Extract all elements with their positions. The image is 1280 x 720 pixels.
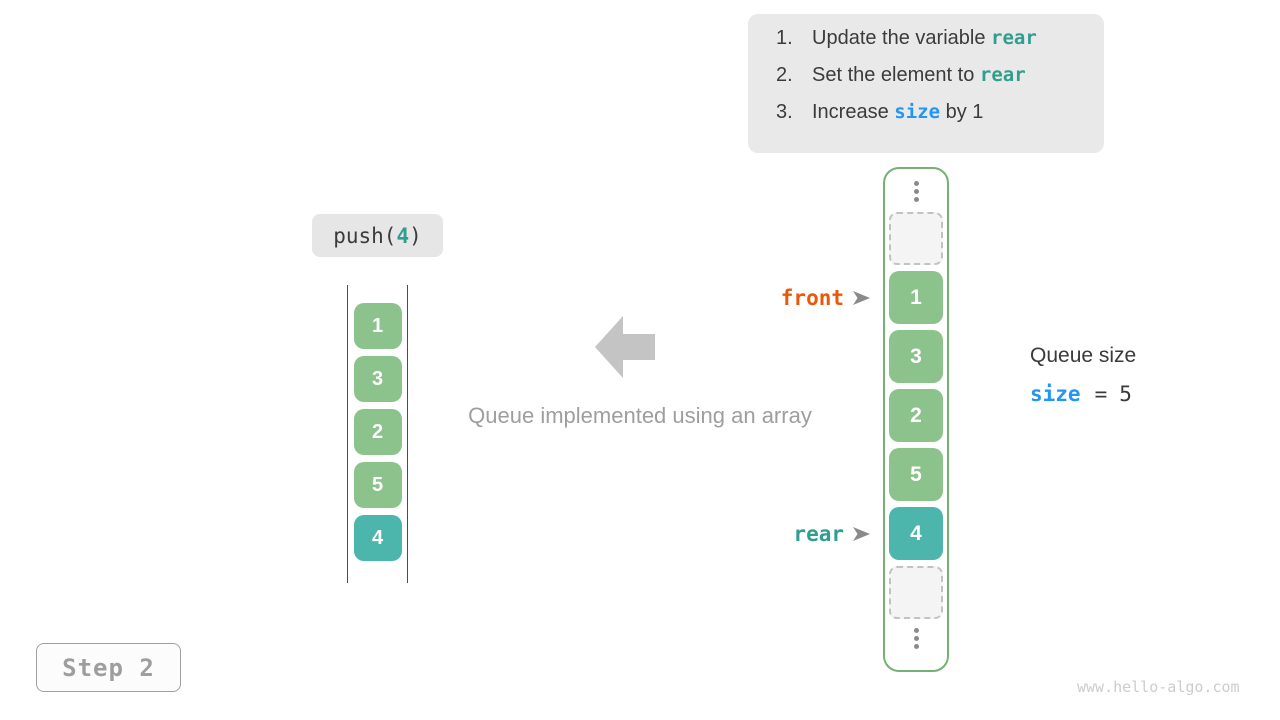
temp-stack: 1 3 2 5 4 xyxy=(347,285,408,583)
dot xyxy=(913,628,919,633)
operation-label: push(4) xyxy=(312,214,443,257)
array-cell: 2 xyxy=(889,389,943,442)
operation-close: ) xyxy=(409,223,422,248)
empty-cell xyxy=(889,566,943,619)
queue-size-expression: size = 5 xyxy=(1030,382,1136,406)
front-pointer: front xyxy=(758,283,870,313)
dot xyxy=(913,181,919,186)
dot xyxy=(913,636,919,641)
array-cell-highlighted: 4 xyxy=(889,507,943,560)
instruction-text: by 1 xyxy=(940,101,984,123)
queue-size-info: Queue size size = 5 xyxy=(1030,344,1136,406)
stack-cell: 5 xyxy=(353,462,402,508)
queue-size-title: Queue size xyxy=(1030,344,1137,367)
stack-cell: 1 xyxy=(353,303,402,349)
watermark: www.hello-algo.com xyxy=(1077,678,1240,696)
ellipsis-icon xyxy=(913,628,919,649)
pointer-arrow-icon xyxy=(853,527,870,541)
empty-cell xyxy=(889,212,943,265)
instruction-line: 2. Set the element to rear xyxy=(776,64,1084,101)
size-variable: size xyxy=(1030,382,1081,406)
instruction-text: Update the variable xyxy=(812,27,992,49)
list-number: 1. xyxy=(776,27,793,49)
instruction-text: Set the element to xyxy=(812,64,980,86)
code-token-rear: rear xyxy=(979,64,1026,86)
code-token-size: size xyxy=(894,101,941,123)
size-value: 5 xyxy=(1119,382,1132,406)
step-badge: Step 2 xyxy=(36,643,181,692)
left-block-arrow-icon xyxy=(595,316,655,378)
dot xyxy=(913,189,919,194)
queue-array: 1 3 2 5 4 xyxy=(883,167,949,672)
stack-cell: 2 xyxy=(353,409,402,455)
array-cell: 1 xyxy=(889,271,943,324)
operation-arg: 4 xyxy=(396,223,410,248)
list-number: 2. xyxy=(776,64,793,86)
stack-cell: 3 xyxy=(353,356,402,402)
instruction-box: 1. Update the variable rear 2. Set the ele… xyxy=(748,14,1104,153)
list-number: 3. xyxy=(776,101,793,123)
dot xyxy=(913,197,919,202)
ellipsis-icon xyxy=(913,181,919,202)
array-cell: 3 xyxy=(889,330,943,383)
code-token-rear: rear xyxy=(991,27,1037,49)
instruction-line: 3. Increase size by 1 xyxy=(776,101,1084,138)
stack-cell-highlighted: 4 xyxy=(353,515,402,561)
rear-pointer: rear xyxy=(758,519,870,549)
pointer-arrow-icon xyxy=(853,291,870,305)
dot xyxy=(913,644,919,649)
operation-fn: push( xyxy=(333,223,397,248)
rear-pointer-label: rear xyxy=(793,522,844,546)
equals-sign: = xyxy=(1094,382,1108,406)
front-pointer-label: front xyxy=(780,286,844,310)
array-cell: 5 xyxy=(889,448,943,501)
instruction-text: Increase xyxy=(812,101,895,123)
instruction-line: 1. Update the variable rear xyxy=(776,27,1084,64)
diagram-caption: Queue implemented using an array xyxy=(468,403,812,428)
